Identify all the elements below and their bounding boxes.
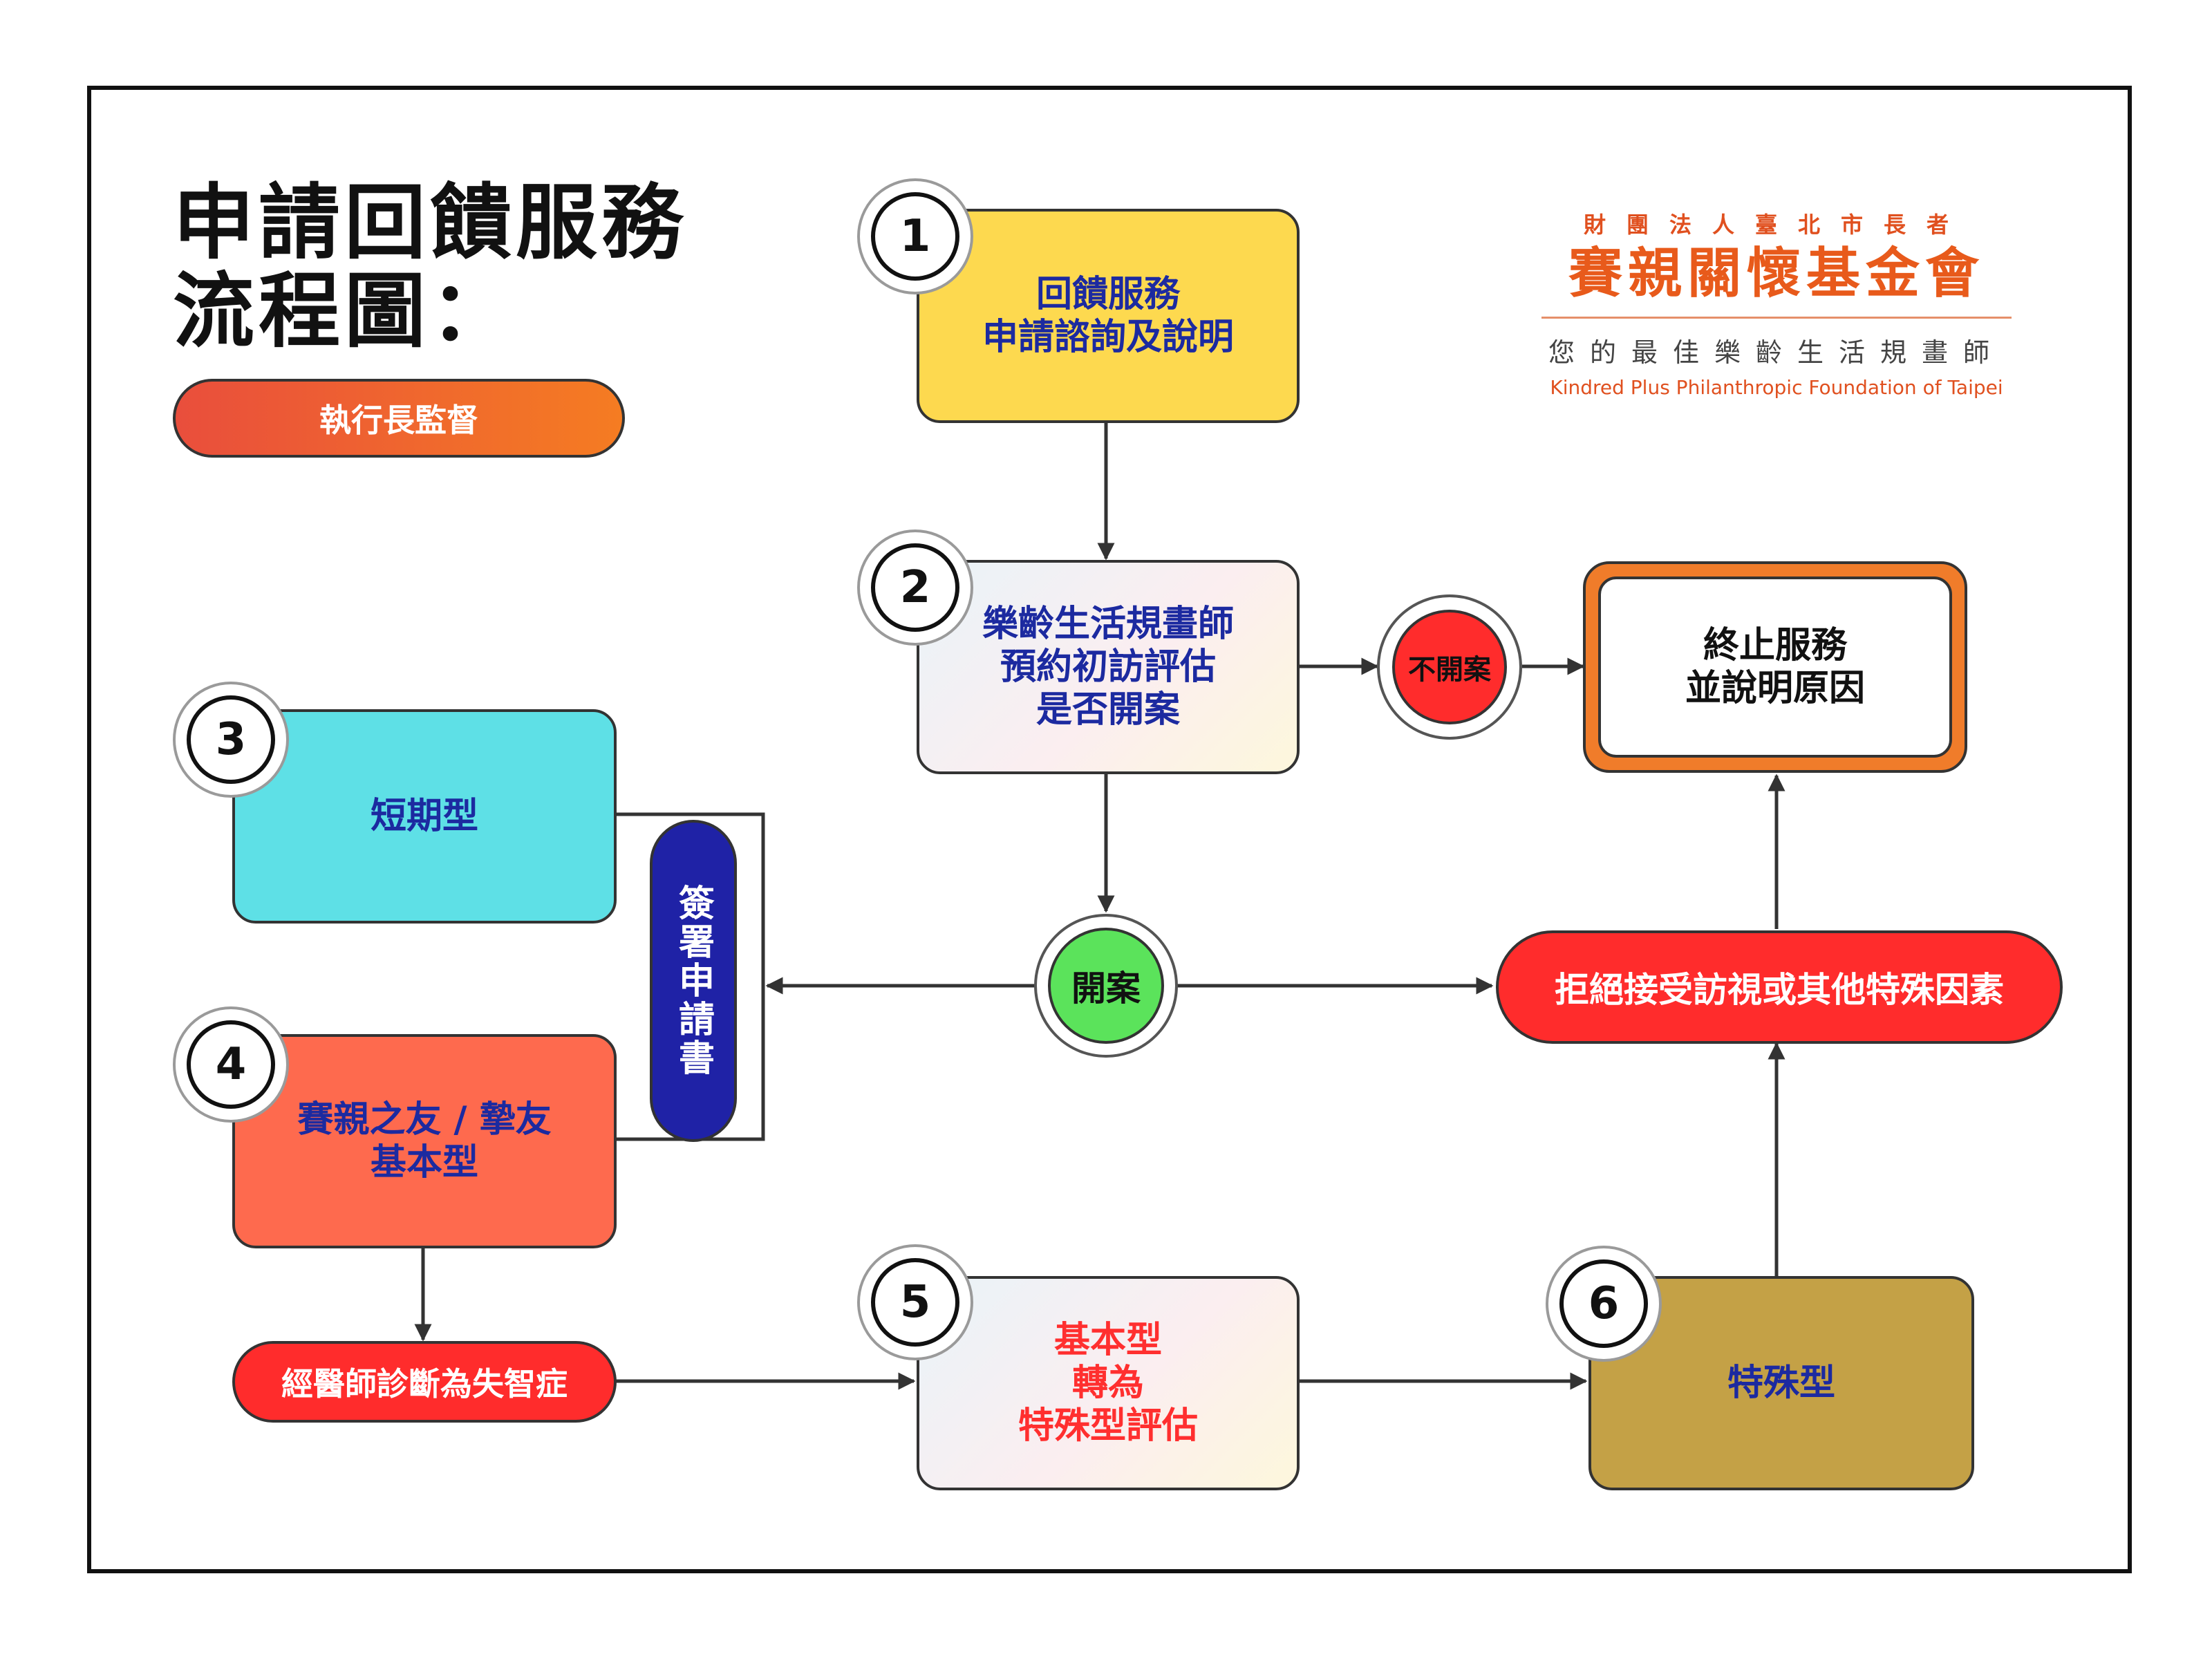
step-4-line-1: 賽親之友 / 摯友	[297, 1099, 552, 1141]
step-2-box: 樂齡生活規畫師 預約初訪評估 是否開案	[917, 560, 1300, 774]
step-5-badge: 5	[857, 1244, 973, 1360]
terminate-line-2: 並說明原因	[1685, 668, 1865, 709]
step-3-number: 3	[187, 695, 275, 784]
logo-divider	[1541, 317, 2012, 319]
open-decision: 開案	[1034, 914, 1178, 1058]
diagram-frame	[87, 86, 2132, 1573]
step-6-badge: 6	[1546, 1246, 1662, 1362]
step-6-line-1: 特殊型	[1727, 1362, 1835, 1404]
title-line-1: 申請回饋服務	[173, 175, 688, 270]
no-open-decision: 不開案	[1377, 594, 1522, 740]
step-3-badge: 3	[173, 682, 289, 798]
step-4-badge: 4	[173, 1006, 289, 1123]
no-open-circle: 不開案	[1392, 610, 1507, 724]
logo-english-name: Kindred Plus Philanthropic Foundation of…	[1550, 376, 2003, 399]
logo-subtitle: 財團法人臺北市長者	[1583, 212, 1969, 238]
ceo-supervision-badge: 執行長監督	[173, 379, 625, 458]
foundation-logo: 財團法人臺北市長者 賽親關懷基金會 您的最佳樂齡生活規畫師 Kindred Pl…	[1541, 207, 2012, 399]
step-4-line-2: 基本型	[370, 1142, 478, 1183]
title-line-2: 流程圖：	[173, 263, 516, 359]
reject-reason-label: 拒絕接受訪視或其他特殊因素	[1555, 970, 2004, 1010]
open-label: 開案	[1071, 968, 1141, 1009]
no-open-label: 不開案	[1408, 654, 1491, 686]
step-2-line-1: 樂齡生活規畫師	[982, 603, 1234, 645]
reject-reason-pill: 拒絕接受訪視或其他特殊因素	[1496, 930, 2063, 1044]
step-1-line-2: 申請諮詢及說明	[982, 317, 1234, 358]
logo-tagline: 您的最佳樂齡生活規畫師	[1548, 337, 2005, 368]
step-5-line-3: 特殊型評估	[1018, 1405, 1198, 1447]
step-1-number: 1	[871, 192, 959, 281]
step-1-badge: 1	[857, 178, 973, 294]
step-4-number: 4	[187, 1020, 275, 1109]
ceo-supervision-label: 執行長監督	[319, 402, 478, 439]
sign-application-label: 簽署申請書	[672, 884, 714, 1078]
terminate-line-1: 終止服務	[1703, 625, 1847, 666]
step-2-number: 2	[871, 543, 959, 632]
step-5-box: 基本型 轉為 特殊型評估	[917, 1276, 1300, 1490]
step-5-line-1: 基本型	[1053, 1320, 1162, 1361]
terminate-inner: 終止服務 並說明原因	[1598, 577, 1952, 758]
step-3-box: 短期型	[232, 709, 617, 924]
step-1-line-1: 回饋服務	[1035, 274, 1180, 315]
logo-name: 賽親關懷基金會	[1568, 243, 1985, 305]
step-2-line-2: 預約初訪評估	[1000, 646, 1216, 688]
dementia-diagnosis-pill: 經醫師診斷為失智症	[232, 1341, 617, 1423]
step-6-number: 6	[1559, 1259, 1648, 1348]
step-2-badge: 2	[857, 529, 973, 646]
open-circle: 開案	[1048, 928, 1164, 1044]
step-1-box: 回饋服務 申請諮詢及說明	[917, 209, 1300, 423]
dementia-diagnosis-label: 經醫師診斷為失智症	[281, 1365, 568, 1403]
terminate-box: 終止服務 並說明原因	[1583, 561, 1967, 773]
step-3-line-1: 短期型	[370, 796, 478, 837]
step-4-box: 賽親之友 / 摯友 基本型	[232, 1034, 617, 1248]
sign-application-pill: 簽署申請書	[650, 820, 737, 1142]
page-title: 申請回饋服務 流程圖：	[173, 178, 687, 355]
step-2-line-3: 是否開案	[1035, 689, 1180, 731]
step-5-line-2: 轉為	[1071, 1362, 1144, 1404]
step-5-number: 5	[871, 1258, 959, 1347]
